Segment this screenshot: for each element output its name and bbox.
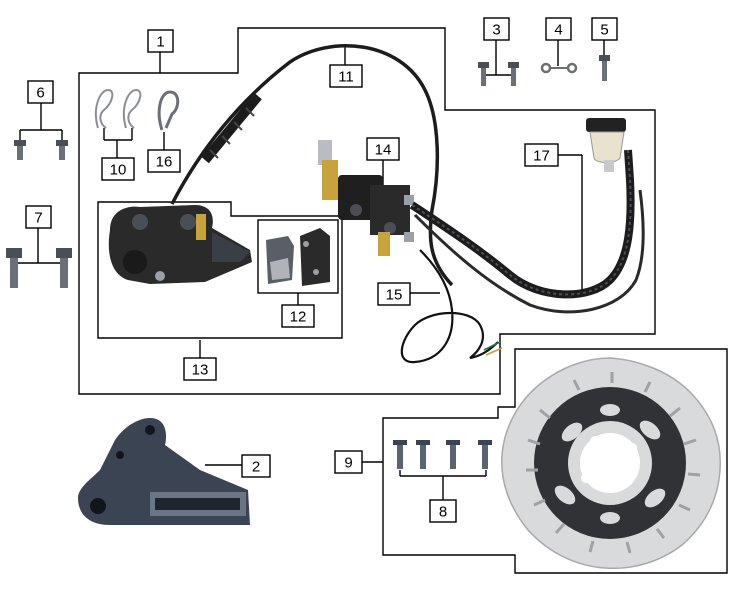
caliper-bracket	[78, 418, 250, 525]
svg-text:16: 16	[156, 154, 173, 171]
callout-8: 8	[429, 499, 457, 523]
bolts-part-6	[14, 140, 68, 160]
callout-2: 2	[241, 454, 271, 478]
leader-lines	[14, 40, 605, 500]
main-assembly-frame	[78, 27, 656, 395]
svg-text:6: 6	[36, 85, 44, 102]
svg-text:13: 13	[192, 362, 209, 379]
svg-text:14: 14	[375, 142, 392, 159]
svg-text:2: 2	[252, 459, 260, 476]
svg-text:5: 5	[600, 22, 608, 39]
bolts-part-3	[478, 62, 519, 86]
svg-text:12: 12	[290, 309, 307, 326]
svg-text:15: 15	[386, 287, 403, 304]
svg-text:17: 17	[533, 148, 550, 165]
svg-text:7: 7	[34, 210, 42, 227]
callout-15: 15	[377, 282, 411, 306]
callout-13: 13	[183, 357, 217, 381]
callout-10: 10	[101, 157, 135, 181]
washer-part-4	[540, 62, 578, 74]
fluid-reservoir	[586, 118, 626, 172]
callout-9: 9	[334, 450, 363, 474]
svg-text:4: 4	[554, 22, 562, 39]
callout-6: 6	[27, 80, 54, 104]
switch-wire	[400, 249, 503, 364]
svg-text:11: 11	[338, 69, 354, 86]
callout-12: 12	[281, 304, 315, 328]
callout-7: 7	[25, 205, 52, 229]
svg-text:1: 1	[156, 34, 164, 51]
callout-4: 4	[545, 17, 572, 41]
disc-bolts	[393, 440, 492, 469]
callout-11: 11	[329, 64, 363, 88]
callout-boxes: 1 2 3 4 5 6 7 8	[25, 17, 618, 523]
svg-text:3: 3	[492, 22, 500, 39]
brake-pads	[266, 228, 330, 286]
reservoir-hose	[409, 149, 645, 314]
svg-text:10: 10	[110, 162, 127, 179]
callout-17: 17	[524, 143, 559, 167]
pin-clip-part-16	[157, 90, 180, 131]
callout-16: 16	[147, 149, 181, 173]
brake-caliper	[108, 205, 252, 284]
bolts-part-7	[6, 248, 72, 288]
callout-1: 1	[147, 29, 174, 53]
callout-14: 14	[366, 137, 400, 161]
callout-5: 5	[591, 17, 618, 41]
svg-text:8: 8	[439, 504, 447, 521]
assembly-outline-frames	[78, 27, 728, 574]
bolt-part-5	[599, 55, 610, 81]
svg-text:9: 9	[344, 455, 352, 472]
master-cylinder	[318, 140, 414, 256]
spring-clips-part-10	[94, 88, 142, 129]
brake-disc-frame	[382, 348, 728, 574]
brake-disc	[501, 357, 721, 570]
callout-3: 3	[483, 17, 510, 41]
